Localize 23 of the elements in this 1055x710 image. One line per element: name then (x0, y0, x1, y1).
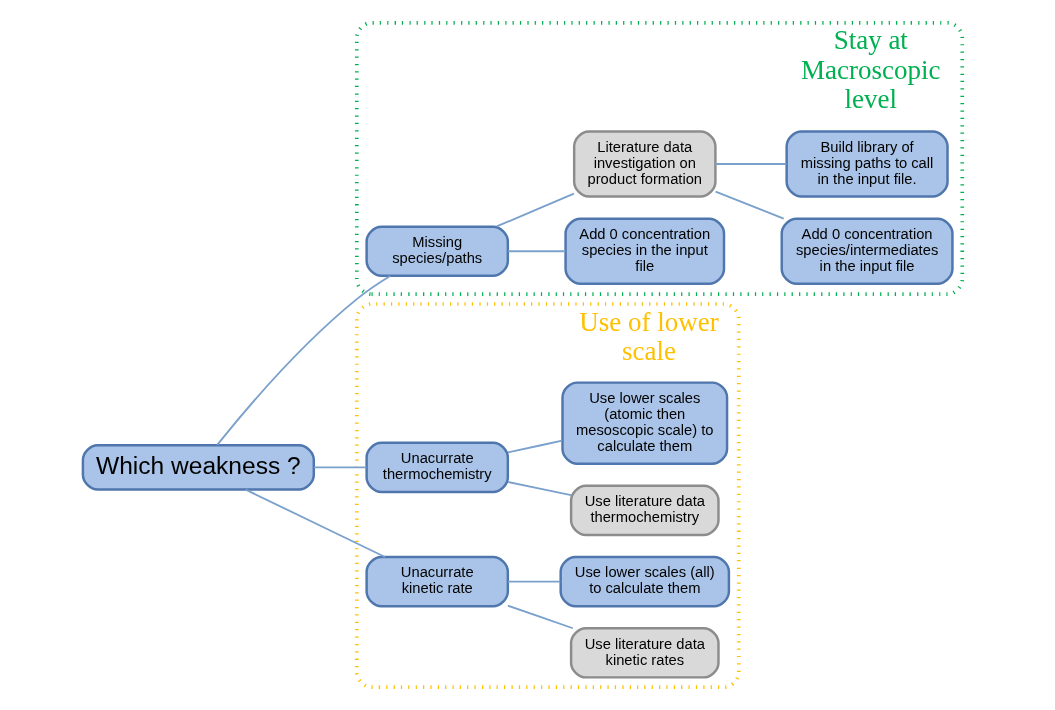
node-box: Use literature data thermochemistry (569, 484, 720, 537)
node-box: Use lower scales (all) to calculate them (559, 555, 731, 608)
node-box: Add 0 concentration species in the input file (564, 217, 726, 285)
connector (506, 250, 567, 253)
connector (714, 163, 788, 165)
connector (313, 466, 368, 469)
node-box: Literature data investigation on product formation (572, 130, 717, 198)
node-box: Missing species/paths (365, 225, 510, 277)
node-box: Which weakness ? (81, 444, 316, 491)
node-box: Build library of missing paths to call in the input file. (785, 130, 949, 198)
node-box: Add 0 concentration species/intermediates in the input file (780, 217, 954, 285)
node-box: Use literature data kinetic rates (569, 627, 720, 679)
node-box: Use lower scales (atomic then mesoscopic scale) to calculate them (561, 381, 729, 465)
node-box: Unacurrate kinetic rate (365, 555, 510, 608)
connector (506, 580, 562, 583)
connector (495, 192, 575, 228)
connector (216, 275, 392, 446)
node-box: Unacurrate thermochemistry (365, 441, 510, 494)
connector (506, 439, 564, 454)
connector (714, 190, 785, 220)
connector (244, 488, 386, 558)
connector (506, 604, 574, 630)
connector (506, 481, 572, 497)
